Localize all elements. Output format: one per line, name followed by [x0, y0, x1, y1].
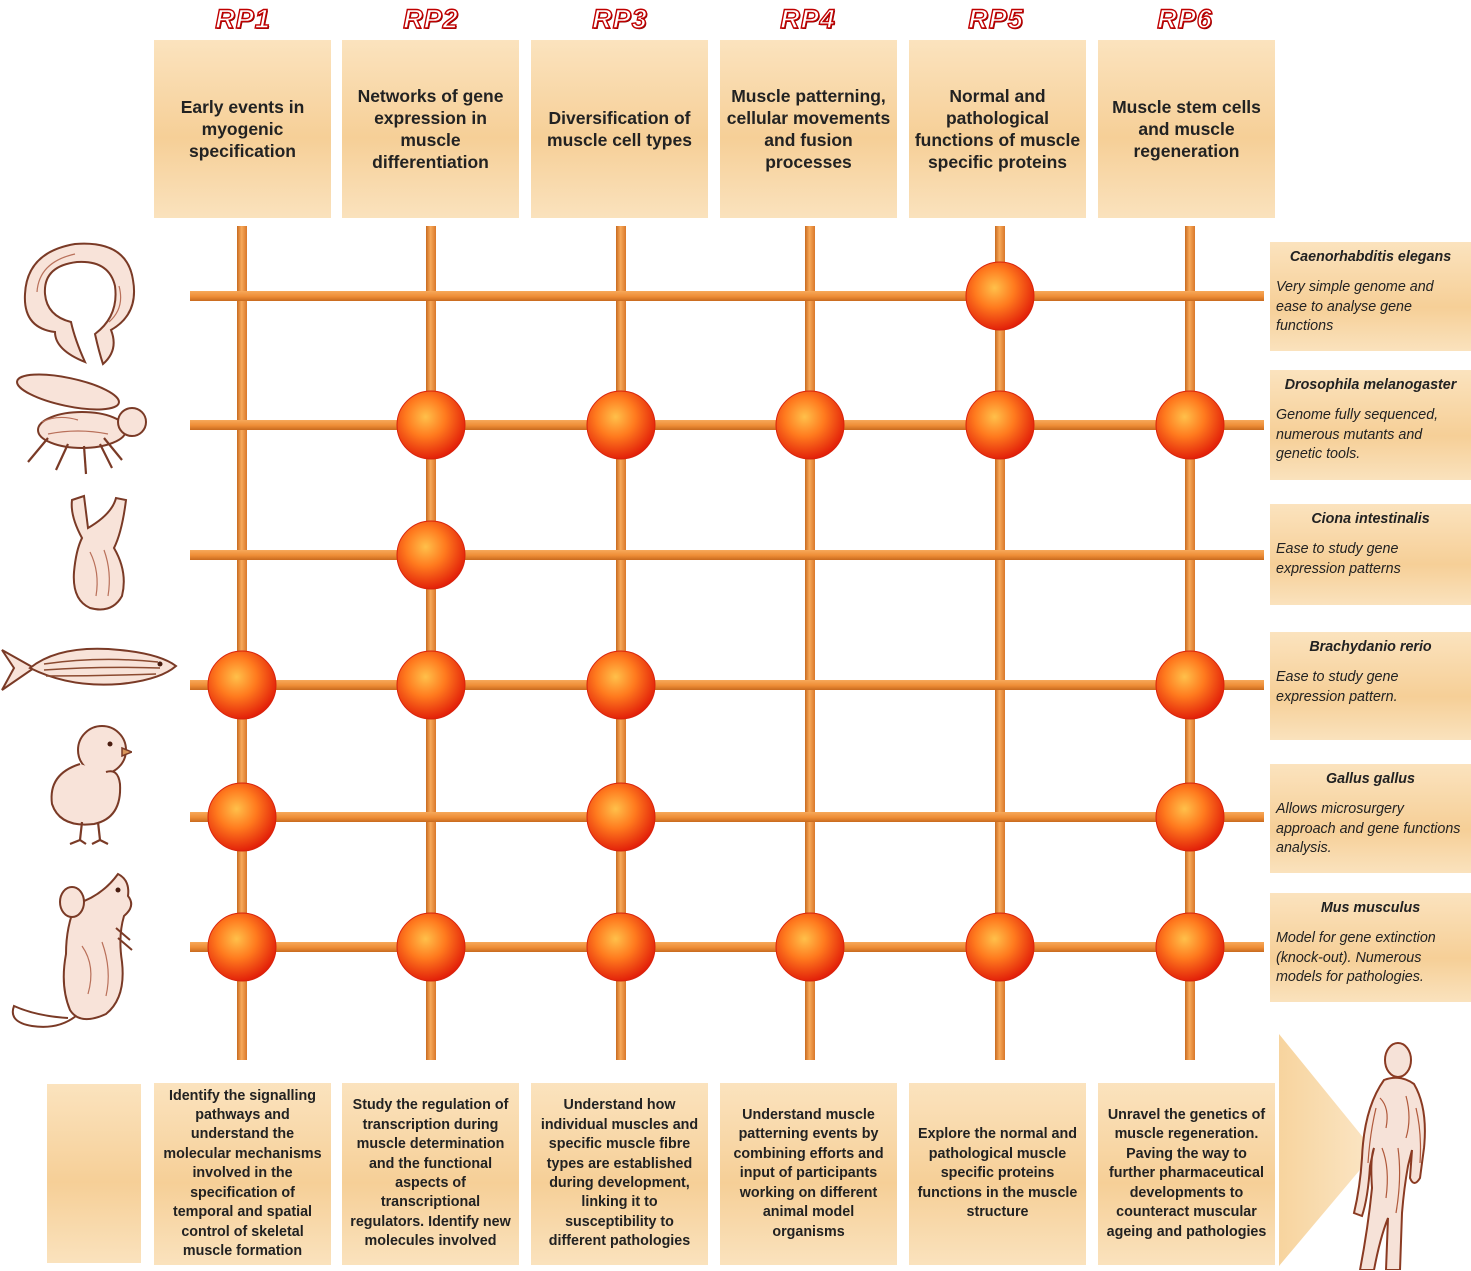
- chick-icon: [50, 725, 132, 846]
- organism-description: Genome fully sequenced, numerous mutants…: [1276, 407, 1439, 463]
- participation-node: [207, 650, 277, 720]
- rp-goal: Understand how individual muscles and sp…: [540, 1097, 699, 1250]
- rp-title-box: Muscle patterning, cellular movements an…: [720, 40, 897, 218]
- rp-label: RP6: [1157, 3, 1213, 34]
- rp-goal-box: Understand how individual muscles and sp…: [531, 1083, 708, 1265]
- participation-node: [586, 782, 656, 852]
- rp-goal-box: Study the regulation of transcription du…: [342, 1083, 519, 1265]
- rp-column-line: [1185, 226, 1195, 1060]
- organism-name: Gallus gallus: [1326, 771, 1415, 787]
- organism-description: Allows microsurgery approach and gene fu…: [1276, 801, 1461, 857]
- participation-node: [207, 912, 277, 982]
- organism-description: Model for gene extinction (knock-out). N…: [1276, 930, 1436, 986]
- rp-label: RP1: [215, 3, 271, 34]
- rp-goal-box: Understand muscle patterning events by c…: [720, 1083, 897, 1265]
- rp-title-box: Muscle stem cells and muscle regeneratio…: [1098, 40, 1275, 218]
- organism-box: Gallus gallus Allows microsurgery approa…: [1270, 764, 1471, 873]
- organism-box: Drosophila melanogaster Genome fully seq…: [1270, 370, 1471, 480]
- participation-node: [586, 390, 656, 460]
- zebrafish-icon: [1, 647, 178, 691]
- rp-title-box: Networks of gene expression in muscle di…: [342, 40, 519, 218]
- participation-node: [396, 912, 466, 982]
- rp-label: RP3: [592, 3, 648, 34]
- participation-node: [586, 650, 656, 720]
- participation-node: [965, 390, 1035, 460]
- organism-description: Very simple genome and ease to analyse g…: [1276, 279, 1434, 335]
- rp-title: Diversification of muscle cell types: [547, 108, 692, 150]
- arrow-right-icon: [1279, 1034, 1375, 1266]
- rp-goal: Unravel the genetics of muscle regenerat…: [1106, 1107, 1267, 1240]
- organism-box: Mus musculus Model for gene extinction (…: [1270, 893, 1471, 1002]
- rp-goal: Identify the signalling pathways and und…: [163, 1087, 322, 1259]
- rp-column-line: [426, 226, 436, 1060]
- rp-goal-box: Explore the normal and pathological musc…: [909, 1083, 1086, 1265]
- participation-node: [396, 520, 466, 590]
- participation-node: [396, 390, 466, 460]
- rp-title: Early events in myogenic specification: [180, 97, 305, 161]
- organism-description: Ease to study gene expression patterns: [1276, 541, 1401, 577]
- rp-goal-box: Unravel the genetics of muscle regenerat…: [1098, 1083, 1275, 1265]
- participation-node: [775, 390, 845, 460]
- rp-goal: Explore the normal and pathological musc…: [917, 1126, 1078, 1221]
- participation-node: [396, 650, 466, 720]
- mouse-icon: [11, 872, 133, 1028]
- rp-goal: Understand muscle patterning events by c…: [733, 1107, 884, 1240]
- rp-goal: Study the regulation of transcription du…: [350, 1097, 511, 1250]
- rp-title-box: Early events in myogenic specification: [154, 40, 331, 218]
- participation-node: [586, 912, 656, 982]
- rp-label: RP2: [403, 3, 459, 34]
- organism-row-line: [190, 680, 1264, 690]
- participation-node: [207, 782, 277, 852]
- organism-box: Caenorhabditis elegans Very simple genom…: [1270, 242, 1471, 351]
- worm-icon: [23, 242, 135, 366]
- participation-node: [1155, 782, 1225, 852]
- organism-row-line: [190, 550, 1264, 560]
- organism-row-line: [190, 812, 1264, 822]
- rp-title-box: Normal and pathological functions of mus…: [909, 40, 1086, 218]
- organism-name: Mus musculus: [1320, 900, 1421, 916]
- participation-node: [1155, 650, 1225, 720]
- rp-label: RP4: [780, 3, 836, 34]
- organism-description: Ease to study gene expression pattern.: [1276, 669, 1399, 705]
- sea-squirt-icon: [70, 494, 128, 611]
- rp-goal-box: Identify the signalling pathways and und…: [154, 1083, 331, 1265]
- human-figure-icon: [1352, 1042, 1426, 1270]
- organism-name: Brachydanio rerio: [1309, 639, 1432, 655]
- participation-node: [1155, 390, 1225, 460]
- legend-swatch: [47, 1084, 141, 1263]
- rp-column-line: [995, 226, 1005, 1060]
- organism-name: Drosophila melanogaster: [1284, 377, 1457, 393]
- rp-title: Normal and pathological functions of mus…: [914, 86, 1081, 172]
- organism-box: Brachydanio rerio Ease to study gene exp…: [1270, 632, 1471, 740]
- rp-title-box: Diversification of muscle cell types: [531, 40, 708, 218]
- participation-node: [965, 912, 1035, 982]
- rp-column-line: [237, 226, 247, 1060]
- rp-title: Networks of gene expression in muscle di…: [357, 86, 504, 172]
- participation-node: [775, 912, 845, 982]
- rp-label: RP5: [968, 3, 1024, 34]
- organism-name: Caenorhabditis elegans: [1289, 249, 1452, 265]
- rp-title: Muscle stem cells and muscle regeneratio…: [1112, 97, 1261, 161]
- organism-row-line: [190, 942, 1264, 952]
- participation-node: [965, 261, 1035, 331]
- organism-row-line: [190, 420, 1264, 430]
- rp-column-line: [805, 226, 815, 1060]
- rp-title: Muscle patterning, cellular movements an…: [726, 86, 891, 172]
- organism-row-line: [190, 291, 1264, 301]
- rp-column-line: [616, 226, 626, 1060]
- fly-icon: [16, 373, 147, 475]
- organism-name: Ciona intestinalis: [1311, 511, 1430, 527]
- participation-node: [1155, 912, 1225, 982]
- organism-box: Ciona intestinalis Ease to study gene ex…: [1270, 504, 1471, 605]
